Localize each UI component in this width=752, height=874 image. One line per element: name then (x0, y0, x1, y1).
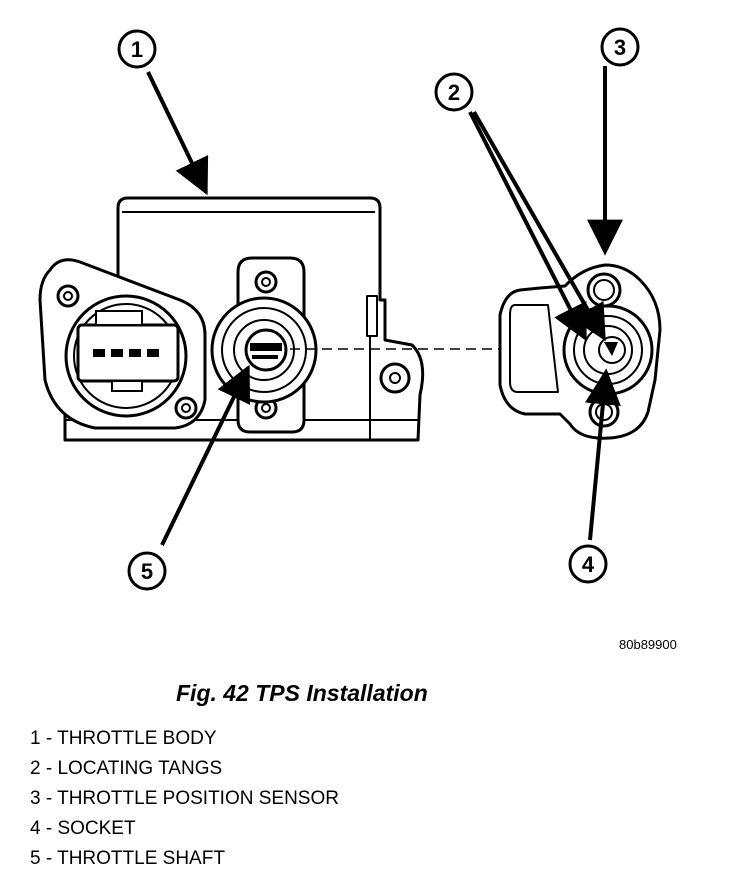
leader-5 (160, 364, 251, 546)
callout-2: 2 (434, 72, 474, 112)
callout-1-label: 1 (131, 37, 143, 62)
leader-2b (472, 111, 606, 342)
legend: 1 - THROTTLE BODY 2 - LOCATING TANGS 3 -… (30, 724, 339, 874)
callout-3-label: 3 (614, 35, 626, 60)
throttle-position-sensor (498, 263, 662, 440)
callout-1: 1 (117, 29, 157, 69)
leader-1 (146, 71, 209, 196)
callout-4: 4 (568, 544, 608, 584)
legend-item: 4 - SOCKET (30, 818, 136, 839)
leader-2a (468, 111, 587, 342)
legend-item: 5 - THROTTLE SHAFT (30, 848, 225, 869)
legend-item: 1 - THROTTLE BODY (30, 728, 217, 749)
callout-3: 3 (600, 27, 640, 67)
figure-caption: Fig. 42 TPS Installation (176, 680, 428, 706)
callout-2-label: 2 (448, 80, 460, 105)
callout-5-label: 5 (141, 559, 153, 584)
callout-4-label: 4 (582, 552, 595, 577)
throttle-body-connector-housing (38, 258, 207, 430)
callout-5: 5 (127, 551, 167, 591)
leader-lines (146, 66, 623, 546)
leader-4 (585, 368, 621, 541)
legend-item: 2 - LOCATING TANGS (30, 758, 223, 779)
connector-pins (93, 349, 159, 357)
throttle-body-vent-pin (366, 295, 378, 337)
legend-item: 3 - THROTTLE POSITION SENSOR (30, 788, 339, 809)
throttle-shaft (244, 328, 288, 372)
figure-reference-code: 80b89900 (619, 637, 677, 652)
callouts: 1 2 3 4 5 (117, 27, 640, 591)
locating-tang (604, 342, 618, 356)
tps-installation-diagram: 1 2 3 4 5 (38, 27, 662, 591)
